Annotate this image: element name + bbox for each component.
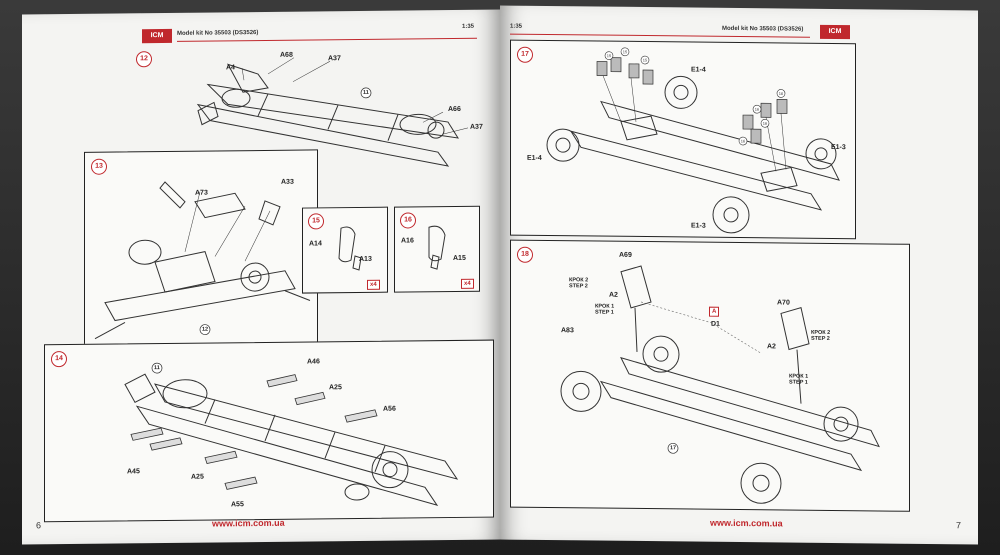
chassis-drawing-12 [196,57,469,167]
label-a2: A2 [609,291,618,299]
part-ref-15-b: 15 [623,49,628,54]
label-a15: A15 [453,254,466,262]
part-ref: 12 [202,326,209,333]
scale-label: 1:35 [462,23,475,30]
part-ref-16-b: 16 [755,107,760,112]
callout-a: A [709,306,720,317]
label-e1-3: E1-3 [831,143,846,152]
part-ref: 11 [363,89,369,96]
label-d1: D1 [711,320,720,328]
label-a46: A46 [307,358,320,366]
label-e1-4: E1-4 [691,66,706,74]
label-a37-b: A37 [470,123,483,131]
page-number: 7 [956,520,962,531]
axle-drawing-13 [94,181,311,340]
spring-drawing-16 [428,225,446,270]
label-a2-b: A2 [767,343,776,351]
quantity-badge: x4 [367,279,380,290]
chassis-drawing-18 [560,265,880,504]
step-15-panel: 15 A14 A13 x4 [302,206,388,294]
part-ref-16-a: 16 [779,91,784,96]
footer-url: www.icm.com.ua [212,517,285,529]
chassis-drawing-14 [124,362,459,507]
spring-drawing-15 [338,226,362,271]
page-number: 6 [36,520,42,531]
label-a73: A73 [195,189,208,197]
label-a45: A45 [127,468,140,476]
model-kit-number: Model kit No 35503 (DS3526) [722,25,804,33]
label-a4: A4 [226,64,235,72]
label-e1-3-b: E1-3 [691,222,706,230]
step-label-en-1b: STEP 1 [789,379,808,386]
part-ref-16-c: 16 [763,121,768,126]
label-a37: A37 [328,55,341,63]
label-a70: A70 [777,299,790,307]
step-16-panel: 16 A16 A15 x4 [394,205,480,293]
model-kit-number: Model kit No 35503 (DS3526) [177,30,259,37]
chassis-drawing-17: 15 15 15 16 16 16 16 [546,47,840,234]
part-ref: 17 [670,445,677,452]
quantity-badge: x4 [461,278,474,289]
icm-logo: ICM [142,28,172,44]
label-a16: A16 [401,237,414,245]
left-page: ICM Model kit No 35503 (DS3526) 1:35 12 [22,9,500,545]
step-label-en-2b: STEP 2 [811,335,830,342]
label-a68: A68 [280,51,293,59]
part-ref-15-a: 15 [607,53,612,58]
footer-url: www.icm.com.ua [710,517,783,529]
step-13-panel: 13 [84,149,318,352]
step-17-panel: 17 [510,39,856,240]
label-a14: A14 [309,240,322,248]
label-a56: A56 [383,405,396,413]
label-a69: A69 [619,251,632,259]
label-a25-b: A25 [191,473,204,481]
label-a66: A66 [448,105,461,114]
label-a83: A83 [561,327,574,335]
part-ref: 11 [154,365,160,372]
step-label-en-1a: STEP 1 [595,309,614,316]
label-a33: A33 [281,178,294,186]
step-14-panel: 14 [44,339,494,523]
icm-logo: ICM [820,24,850,40]
label-a55: A55 [231,501,244,509]
step-12-panel: 12 [118,42,490,176]
label-a25: A25 [329,384,342,392]
step-label-en-2a: STEP 2 [569,283,588,290]
scale-label: 1:35 [510,23,523,30]
step-18-panel: 18 [510,239,910,512]
right-page: 1:35 Model kit No 35503 (DS3526) ICM 17 [500,5,978,545]
header-rule [510,33,810,38]
label-e1-4-b: E1-4 [527,154,542,162]
label-a13: A13 [359,255,372,263]
part-ref-16-d: 16 [741,139,746,144]
part-ref-15-c: 15 [643,57,648,62]
